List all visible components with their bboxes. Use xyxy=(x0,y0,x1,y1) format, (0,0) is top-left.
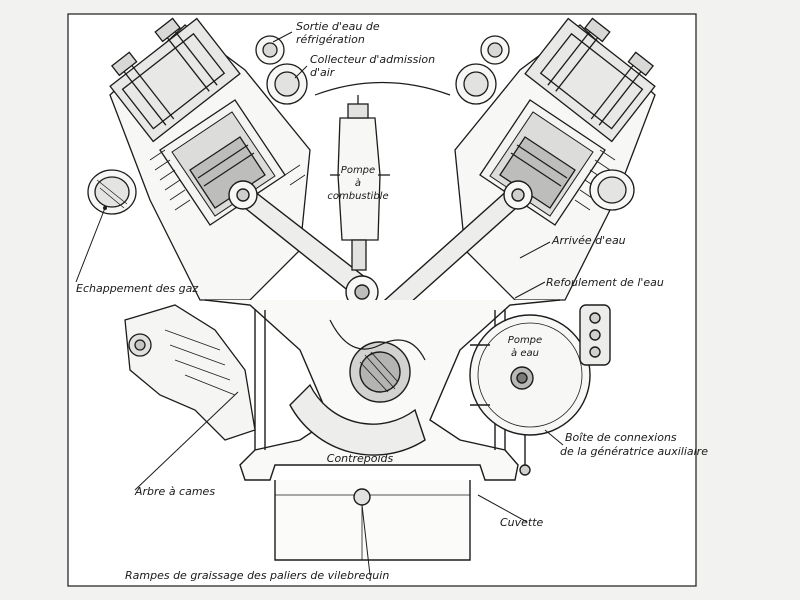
label-pompe-combustible-line2: à xyxy=(355,177,361,189)
label-pompe-combustible-line3: combustible xyxy=(327,191,388,202)
label-pompe-combustible-line1: Pompe xyxy=(341,165,375,176)
exhaust-manifold xyxy=(87,169,137,215)
leader-lines xyxy=(75,31,564,576)
fuel-pump xyxy=(330,95,390,271)
label-boite-connexions-line1: Boîte de connexions xyxy=(565,431,677,444)
water-pump xyxy=(469,304,611,476)
label-cuvette: Cuvette xyxy=(500,516,544,529)
label-rampes: Rampes de graissage des paliers de vileb… xyxy=(125,569,389,582)
label-refoulement: Refoulement de l'eau xyxy=(546,276,664,289)
label-pompe-eau-line2: à eau xyxy=(511,347,539,359)
label-arrivee-eau: Arrivée d'eau xyxy=(551,234,626,247)
labels: Sortie d'eau de réfrigération Collecteur… xyxy=(76,20,708,582)
crankshaft-counterweight xyxy=(289,319,426,456)
label-contrepoids: Contrepoids xyxy=(327,452,394,465)
engine-drawing xyxy=(87,17,656,561)
label-pompe-eau-line1: Pompe xyxy=(508,335,542,346)
label-echappement: Echappement des gaz xyxy=(76,282,198,295)
top-manifolds xyxy=(255,35,635,211)
label-sortie-eau-line2: réfrigération xyxy=(296,33,365,46)
label-collecteur-line2: d'air xyxy=(310,66,336,79)
label-boite-connexions-line2: de la génératrice auxiliaire xyxy=(560,445,708,458)
label-arbre-cames: Arbre à cames xyxy=(134,485,215,498)
label-sortie-eau-line1: Sortie d'eau de xyxy=(296,20,380,33)
label-collecteur-line1: Collecteur d'admission xyxy=(310,53,435,66)
